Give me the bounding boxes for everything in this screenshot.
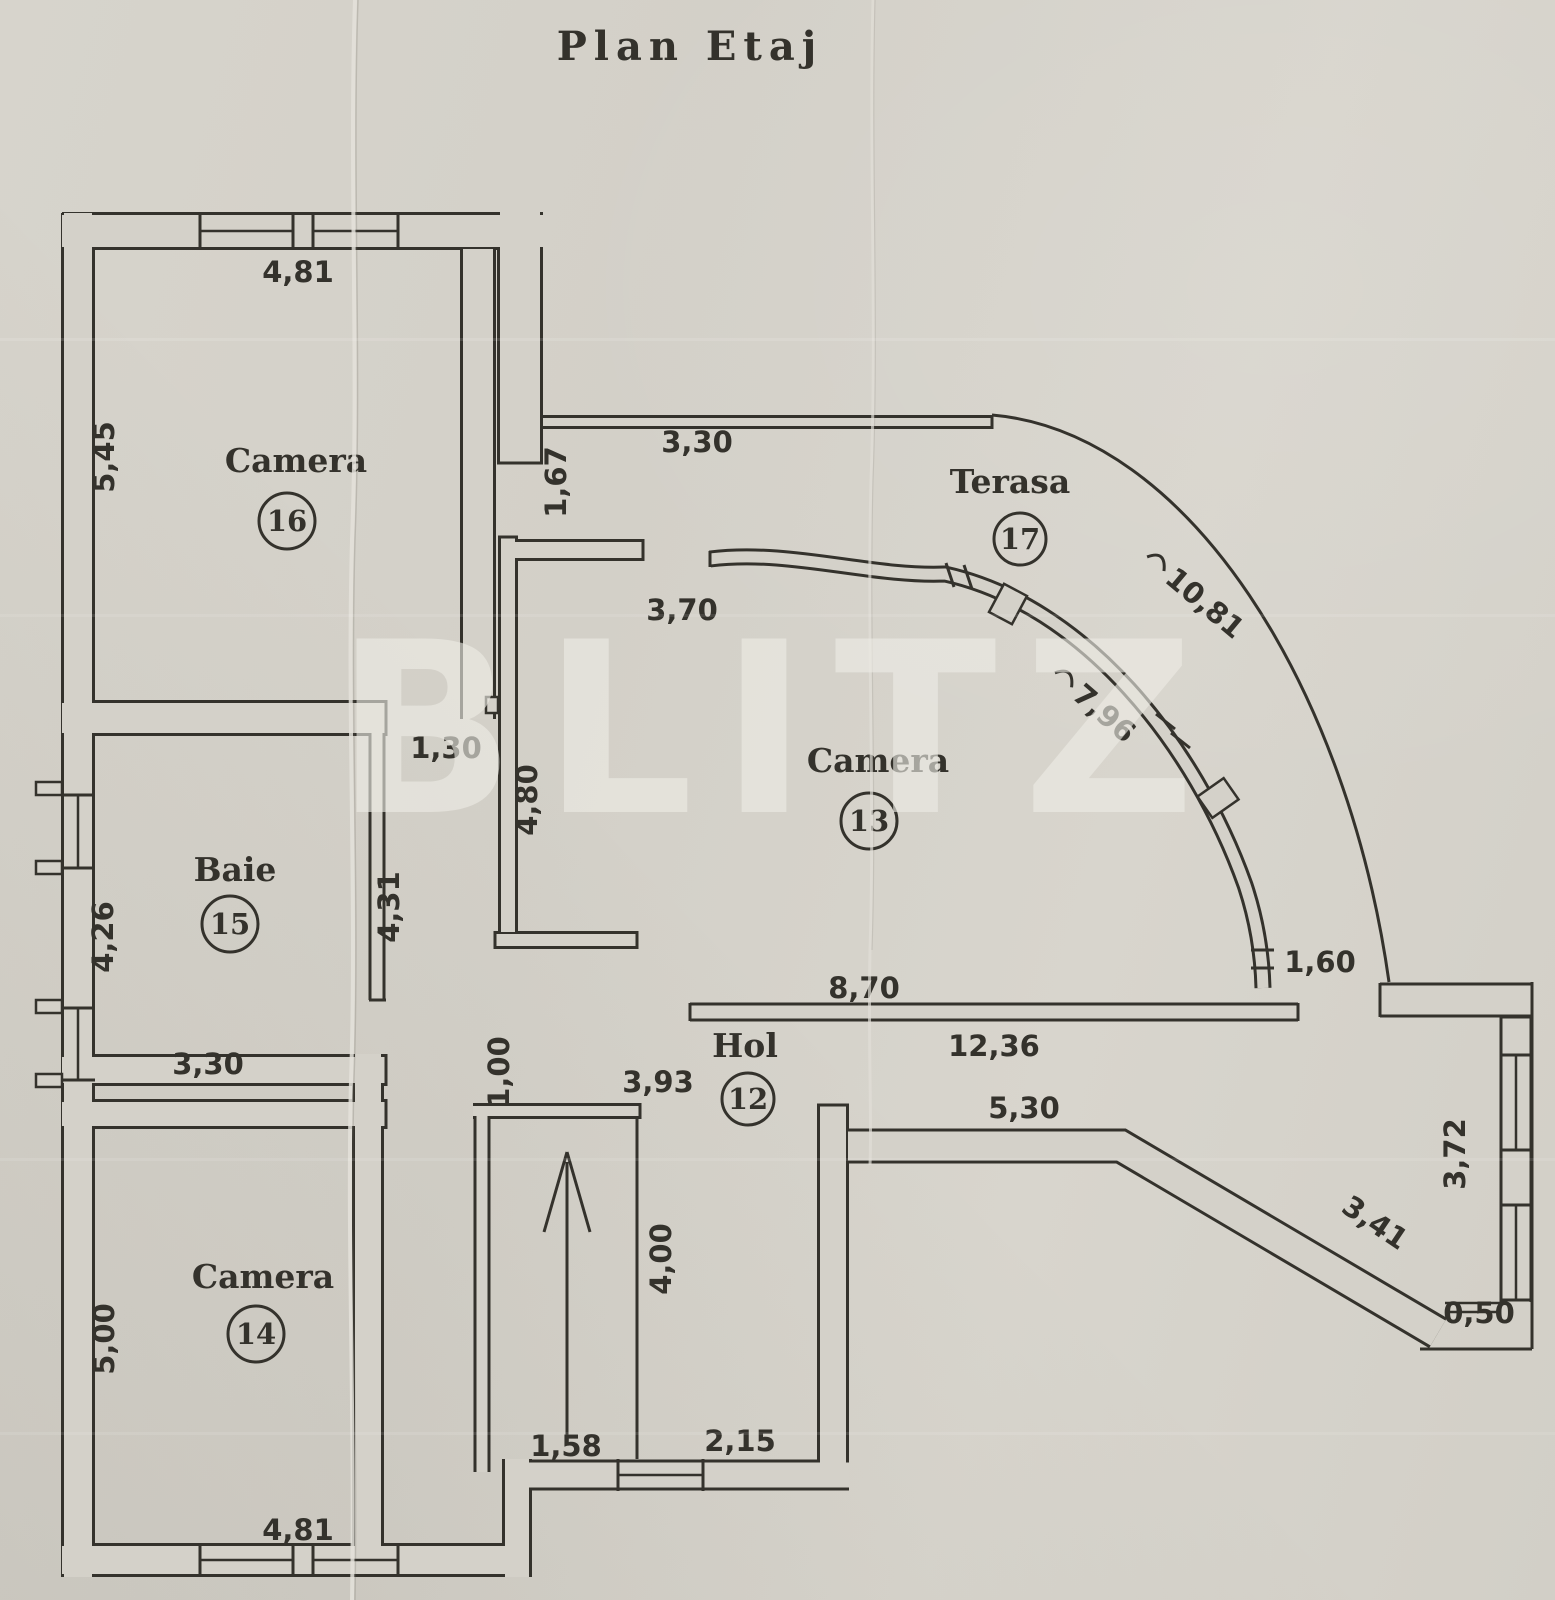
dim-terrace-corridor: 1,67 xyxy=(539,446,573,518)
room-label-terasa-17: Terasa 17 xyxy=(950,462,1071,567)
dim-camera16-left-height: 5,45 xyxy=(87,421,121,493)
room-label-camera-16: Camera 16 xyxy=(225,441,367,551)
dim-terrace-railing-arc: 7,96 xyxy=(1054,669,1143,749)
room-labels: Camera 16 Baie 15 Camera 14 Camera 13 Te… xyxy=(192,441,1071,1364)
room-number: 16 xyxy=(267,504,307,538)
dim-corridor-door: 1,30 xyxy=(410,731,482,765)
room-label-camera-14: Camera 14 xyxy=(192,1257,334,1364)
room-label-hol-12: Hol 12 xyxy=(712,1026,778,1127)
room-number: 15 xyxy=(210,907,250,941)
railing-post xyxy=(987,582,1029,626)
dim-hol-south-wall: 5,30 xyxy=(988,1091,1060,1125)
room-number-badge xyxy=(720,1071,776,1127)
room-label-baie-15: Baie 15 xyxy=(194,850,277,954)
dim-passage-width: 1,00 xyxy=(482,1036,516,1108)
dim-camera16-top-width: 4,81 xyxy=(262,255,334,289)
vertical-fold-line xyxy=(347,0,357,1600)
arc-length-symbol xyxy=(1054,669,1074,688)
dim-corner-end: 0,50 xyxy=(1443,1296,1515,1330)
terrace-outer-arc-wall xyxy=(991,413,1391,983)
railing-post xyxy=(1195,776,1241,820)
dim-baie-bottom-width: 3,30 xyxy=(172,1047,244,1081)
dim-camera14-left-height: 5,00 xyxy=(87,1303,121,1375)
dim-camera14-bottom-width: 4,81 xyxy=(262,1513,334,1547)
door-jamb-corridor xyxy=(484,695,500,715)
room-number: 14 xyxy=(236,1317,276,1351)
walls-outline xyxy=(61,212,1533,1577)
dim-baie-east-height: 4,31 xyxy=(372,871,406,943)
room-name: Terasa xyxy=(950,462,1071,501)
window-camera14-bottom xyxy=(198,1543,400,1577)
room-name: Hol xyxy=(712,1026,778,1065)
dim-hol-width: 3,93 xyxy=(622,1065,694,1099)
window-right-wall xyxy=(1500,1053,1532,1302)
dim-hol-bottom-wall: 2,15 xyxy=(704,1424,776,1458)
page-title: Plan Etaj xyxy=(557,23,824,70)
wall-details xyxy=(61,212,1534,1577)
window-baie-left xyxy=(61,793,95,1082)
room-number: 13 xyxy=(849,804,889,838)
terrace-railing-dividers xyxy=(944,562,1274,970)
dim-hol-wall-upper: 8,70 xyxy=(828,971,900,1005)
dim-terrace-opening: 1,60 xyxy=(1284,945,1356,979)
stair-direction-arrow xyxy=(542,1151,592,1437)
dim-hol-wall-lower: 12,36 xyxy=(948,1029,1040,1063)
dim-terrace-outer-arc: 10,81 xyxy=(1146,553,1251,645)
window-hol-bottom xyxy=(616,1459,705,1491)
room-number-badge xyxy=(839,791,899,851)
room-number-badge xyxy=(226,1304,286,1364)
dim-diagonal-wall: 3,41 xyxy=(1336,1189,1414,1257)
dim-stair-width: 1,58 xyxy=(530,1429,602,1463)
vertical-fold-line-2 xyxy=(867,0,875,1166)
svg-text:3,41: 3,41 xyxy=(1336,1189,1414,1257)
room-number: 17 xyxy=(1000,522,1040,556)
dim-baie-left-height: 4,26 xyxy=(86,901,120,973)
room-number-badge xyxy=(992,511,1048,567)
vertical-fold-shadow xyxy=(352,0,359,1600)
arc-length-symbol xyxy=(1146,553,1166,572)
room-label-camera-13: Camera 13 xyxy=(807,741,949,851)
dim-camera13-west-height: 4,80 xyxy=(510,764,544,836)
dim-right-wall-height: 3,72 xyxy=(1438,1118,1472,1190)
room-name: Camera xyxy=(192,1257,334,1296)
wall-piers xyxy=(34,582,1241,1089)
room-name: Camera xyxy=(225,441,367,480)
room-number: 12 xyxy=(728,1082,768,1116)
dim-hol-section-height: 4,00 xyxy=(644,1223,678,1295)
vertical-fold-shadow-2 xyxy=(871,0,876,951)
dim-terrace-top-wall: 3,30 xyxy=(661,425,733,459)
room-name: Baie xyxy=(194,850,277,889)
room-number-badge xyxy=(257,491,317,551)
room-number-badge xyxy=(200,894,260,954)
room-name: Camera xyxy=(807,741,949,780)
svg-text:10,81: 10,81 xyxy=(1159,560,1251,645)
dim-camera13-alcove: 3,70 xyxy=(646,593,718,627)
